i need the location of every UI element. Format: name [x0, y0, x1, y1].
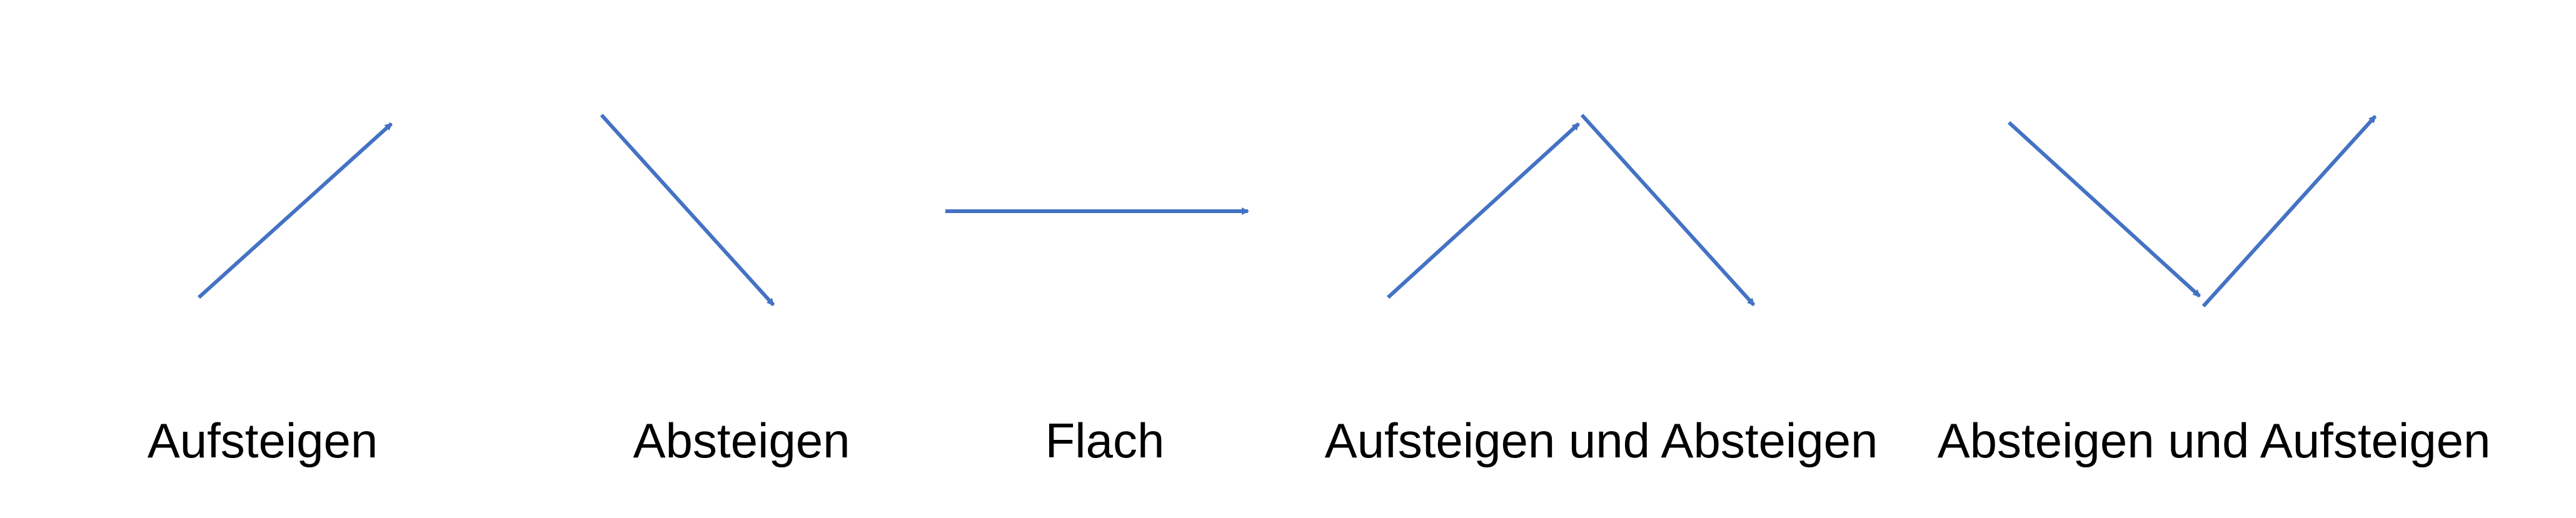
caption-absteigen-und-aufsteigen: Absteigen und Aufsteigen — [1937, 413, 2491, 468]
fall-segment-line — [2007, 121, 2201, 298]
caption-aufsteigen-und-absteigen: Aufsteigen und Absteigen — [1324, 413, 1878, 468]
caption-aufsteigen: Aufsteigen — [147, 413, 378, 468]
fall-then-rise-arrows-icon — [2007, 114, 2377, 308]
rising-arrow-icon — [197, 122, 393, 299]
falling-arrow-icon — [600, 113, 775, 307]
rise-segment-line — [2201, 114, 2377, 308]
falling-arrow-line — [600, 113, 775, 307]
caption-absteigen: Absteigen — [633, 413, 850, 468]
rise-segment-line — [1386, 122, 1581, 299]
fall-segment-line — [1580, 113, 1756, 307]
rising-arrow-line — [197, 122, 393, 299]
rise-then-fall-arrows-icon — [1386, 113, 1756, 307]
caption-flach: Flach — [1045, 413, 1165, 468]
